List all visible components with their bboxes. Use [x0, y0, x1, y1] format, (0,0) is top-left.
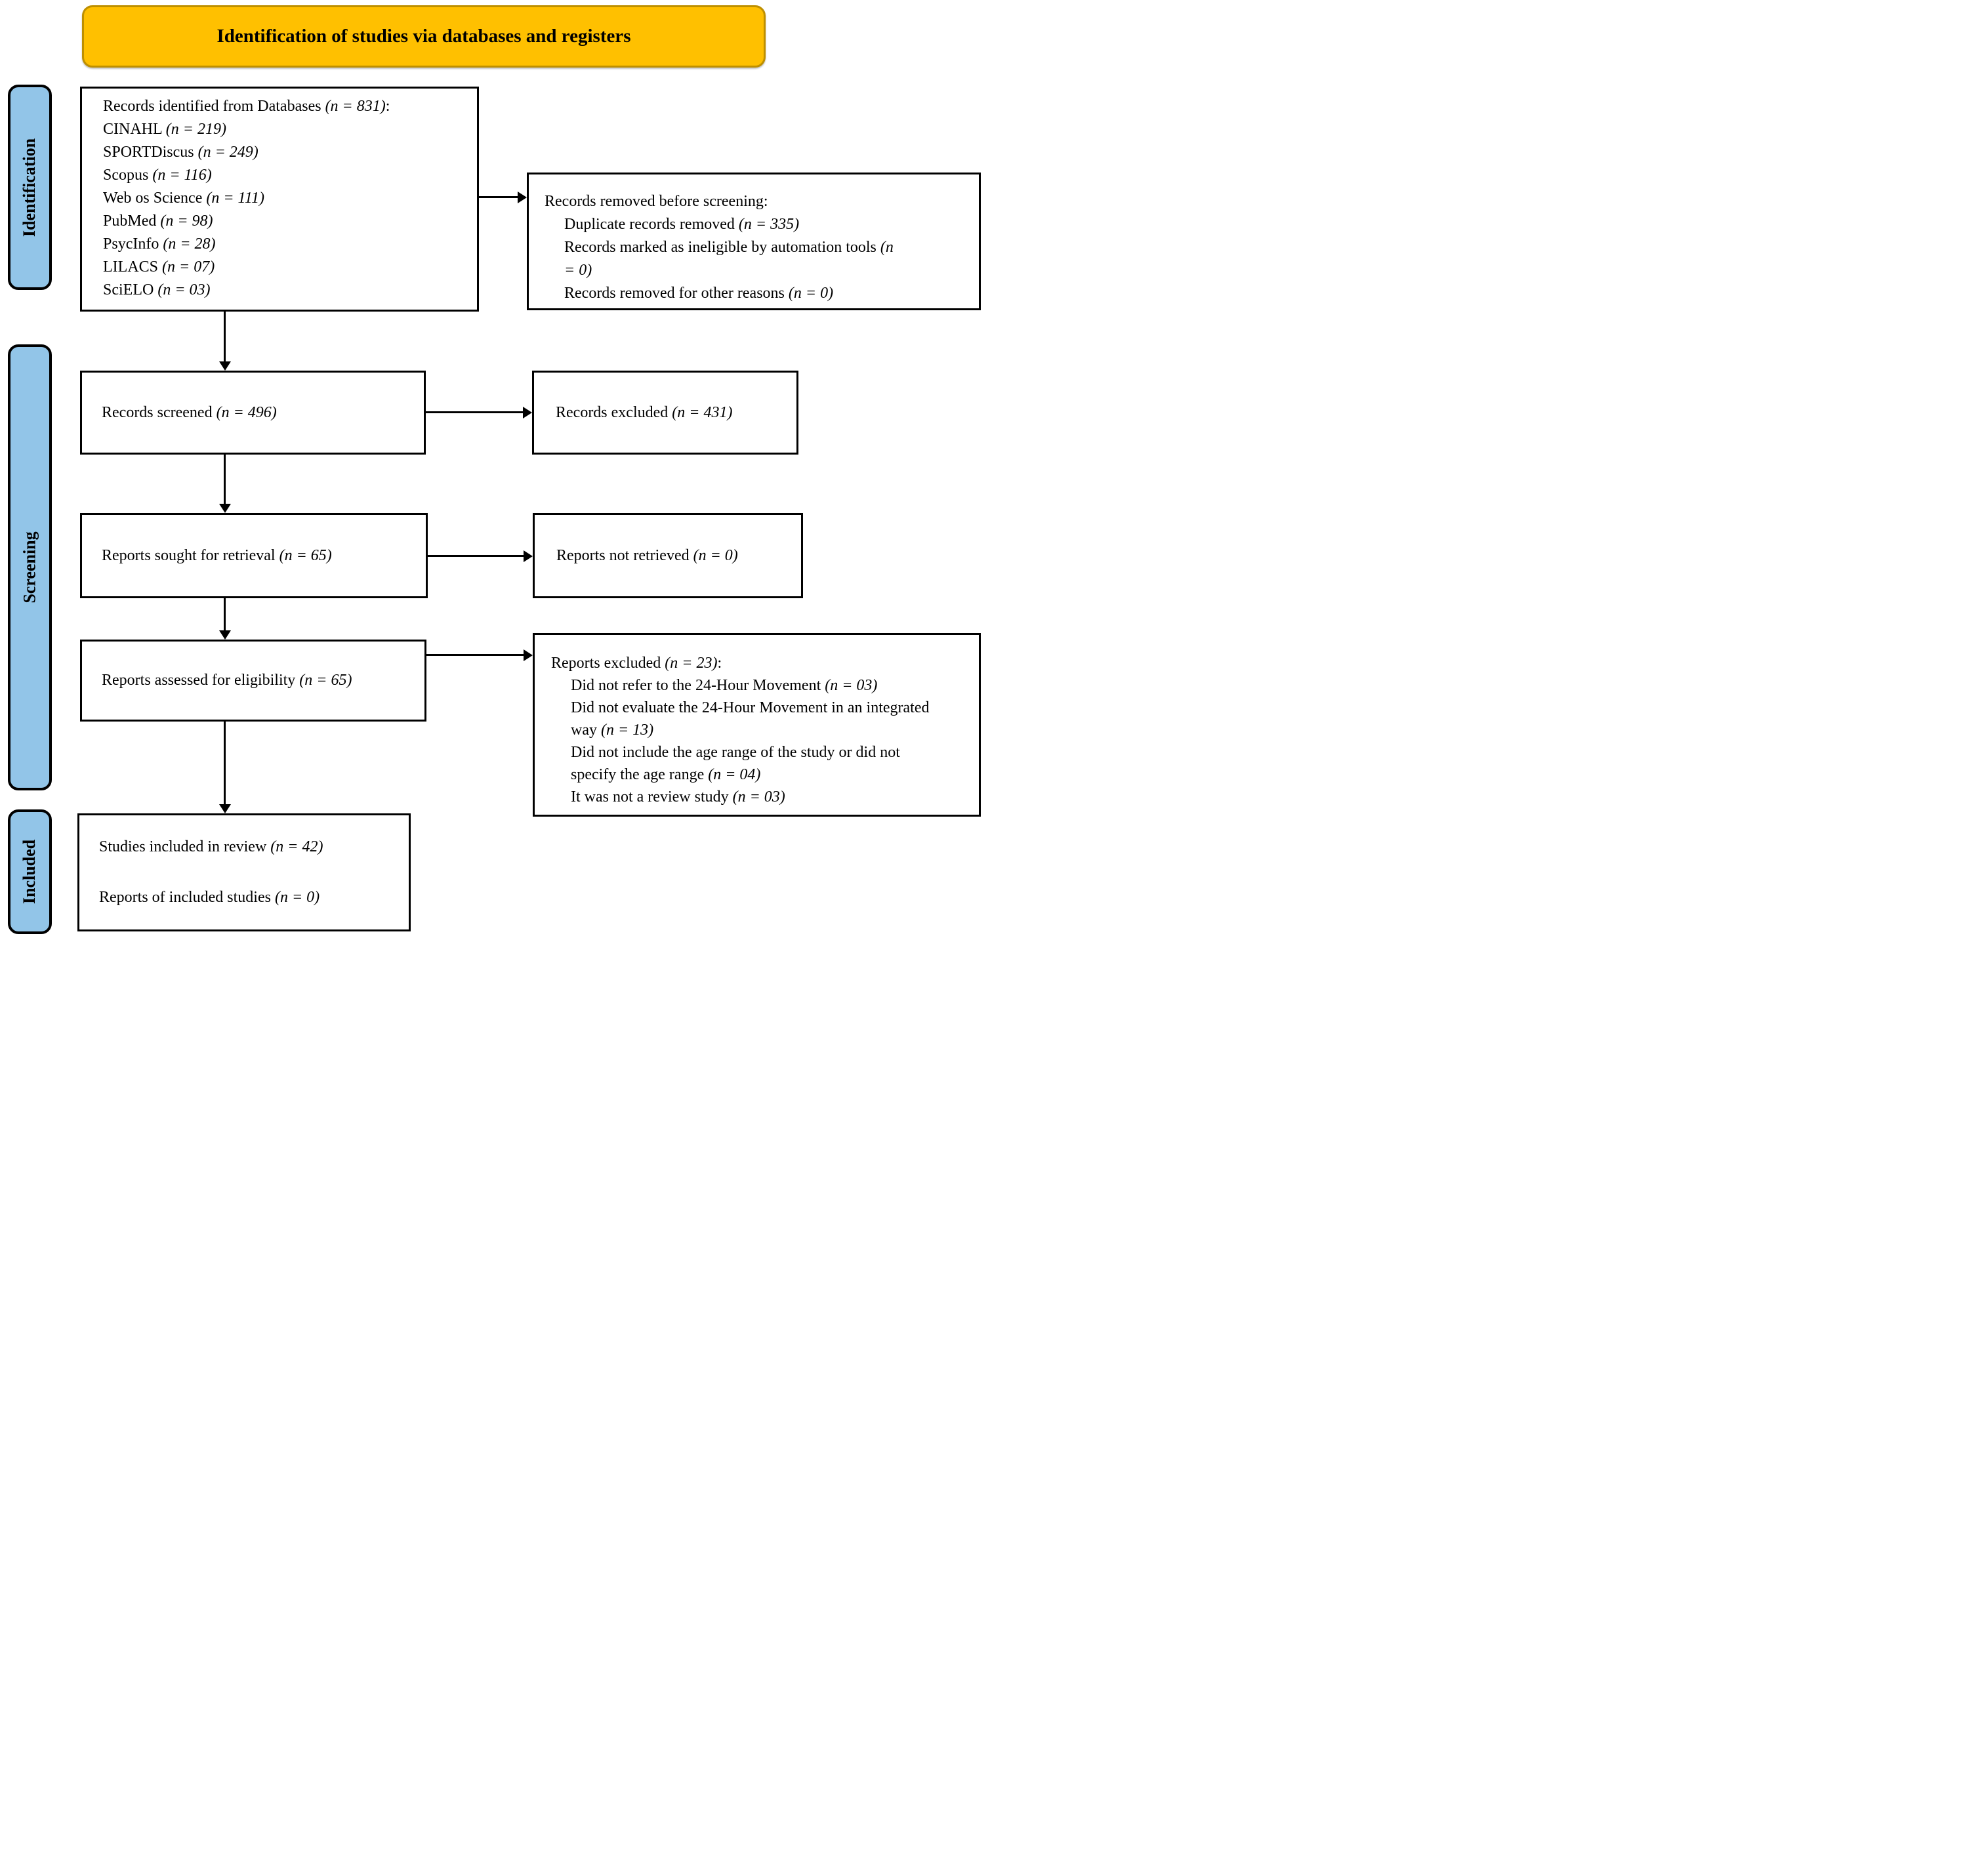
text-line: PsycInfo (n = 28) [103, 235, 216, 253]
text-line: Studies included in review (n = 42) [99, 838, 323, 855]
stage-label-screening: Screening [8, 344, 52, 790]
box-reports-not-retrieved: Reports not retrieved (n = 0) [533, 513, 803, 598]
stage-label-text: Identification [20, 138, 39, 237]
arrow-screened-to-sought [224, 455, 226, 504]
text-line: SciELO (n = 03) [103, 281, 211, 298]
box-records-identified: Records identified from Databases (n = 8… [80, 87, 479, 312]
box-reports-assessed: Reports assessed for eligibility (n = 65… [80, 640, 426, 722]
arrow-sought-to-not-retrieved [428, 555, 524, 557]
stage-label-identification: Identification [8, 85, 52, 290]
arrow-sought-to-assessed [224, 598, 226, 631]
stage-label-included: Included [8, 809, 52, 934]
text-line: Records marked as ineligible by automati… [564, 239, 894, 279]
text-line: Reports excluded (n = 23): [551, 655, 722, 672]
diagram-title: Identification of studies via databases … [217, 26, 631, 47]
arrow-assessed-to-included [224, 722, 226, 805]
box-records-screened: Records screened (n = 496) [80, 371, 426, 455]
prisma-flow-diagram: Identification of studies via databases … [0, 0, 990, 938]
text-line: Reports not retrieved (n = 0) [556, 546, 738, 564]
text-line: Did not evaluate the 24-Hour Movement in… [571, 699, 930, 739]
text-line: Did not refer to the 24-Hour Movement (n… [571, 677, 878, 694]
stage-label-text: Included [20, 839, 39, 905]
box-reports-excluded: Reports excluded (n = 23): Did not refer … [533, 633, 981, 817]
text-line: Web os Science (n = 111) [103, 190, 264, 207]
text-line: Did not include the age range of the stu… [571, 744, 900, 783]
box-studies-included: Studies included in review (n = 42) Repor… [77, 813, 411, 931]
text-line: Reports assessed for eligibility (n = 65… [102, 672, 352, 689]
stage-label-text: Screening [20, 531, 39, 603]
text-line: SPORTDiscus (n = 249) [103, 144, 258, 161]
text-line: CINAHL (n = 219) [103, 121, 226, 138]
arrow-identified-to-removed [479, 196, 518, 198]
text-line: Reports sought for retrieval (n = 65) [102, 546, 332, 564]
text-line: Records excluded (n = 431) [556, 403, 733, 421]
box-records-removed: Records removed before screening: Duplica… [527, 173, 981, 310]
title-banner: Identification of studies via databases … [82, 5, 766, 68]
text-line: Duplicate records removed (n = 335) [564, 216, 800, 233]
text-line: Records removed before screening: [545, 193, 768, 210]
text-line: Reports of included studies (n = 0) [99, 889, 320, 906]
text-line: LILACS (n = 07) [103, 258, 215, 275]
text-line: Records removed for other reasons (n = 0… [564, 285, 834, 302]
arrow-assessed-to-excluded [426, 654, 524, 656]
box-reports-sought: Reports sought for retrieval (n = 65) [80, 513, 428, 598]
text-line: It was not a review study (n = 03) [571, 788, 785, 805]
arrow-identified-to-screened [224, 312, 226, 362]
box-records-excluded: Records excluded (n = 431) [532, 371, 798, 455]
text-line: Records identified from Databases (n = 8… [103, 98, 390, 115]
arrow-screened-to-excluded [426, 411, 524, 413]
text-line: Records screened (n = 496) [102, 403, 277, 421]
text-line: PubMed (n = 98) [103, 213, 213, 230]
text-line: Scopus (n = 116) [103, 167, 212, 184]
